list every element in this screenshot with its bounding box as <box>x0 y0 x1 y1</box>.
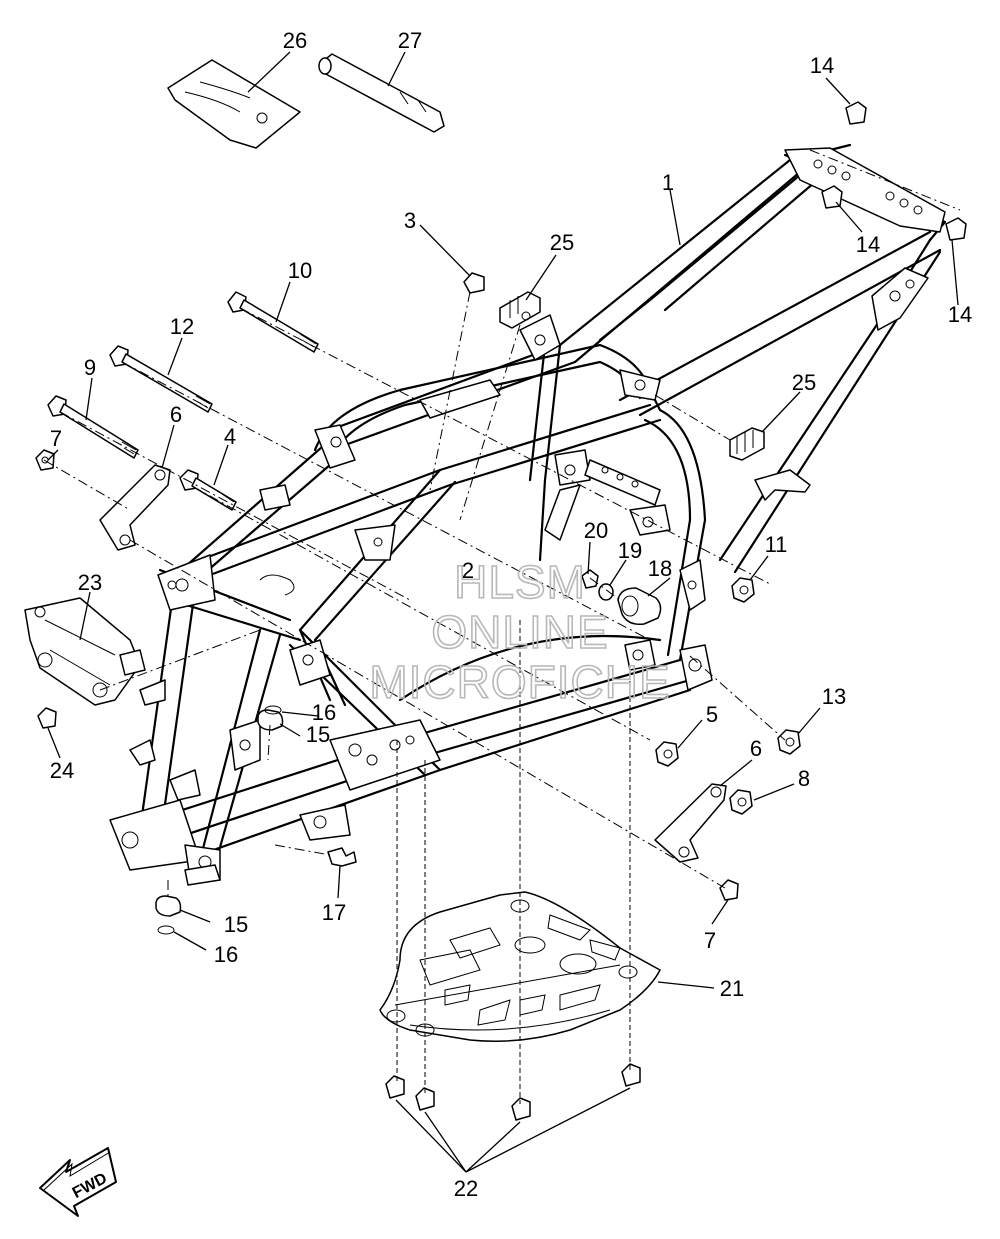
watermark-line-1: HLSM <box>454 556 586 608</box>
callout-20: 20 <box>584 518 608 543</box>
tool-rod-27 <box>318 53 445 133</box>
bracket-6-left <box>99 464 171 551</box>
tool-pouch-26 <box>167 59 301 149</box>
callout-25-right: 25 <box>792 370 816 395</box>
callout-labels: 26 27 14 1 14 14 3 25 10 12 9 25 6 4 7 1… <box>50 28 972 1201</box>
nut-11 <box>731 577 755 603</box>
callout-8: 8 <box>798 766 810 791</box>
skid-bolts-22 <box>385 1063 641 1121</box>
callout-3: 3 <box>404 208 416 233</box>
callout-4: 4 <box>224 424 236 449</box>
callout-15-lower: 15 <box>224 912 248 937</box>
watermark-line-3: MICROFICHE <box>369 656 670 708</box>
watermark-line-2: ONLINE <box>431 606 608 658</box>
callout-2: 2 <box>462 558 474 583</box>
long-bolt-10 <box>227 291 319 353</box>
callout-21: 21 <box>720 976 744 1001</box>
callout-15-upper: 15 <box>306 722 330 747</box>
alignment-lines <box>43 149 961 1104</box>
callout-6-left: 6 <box>170 402 182 427</box>
cap-14-top <box>845 101 867 125</box>
callout-14-right: 14 <box>948 302 972 327</box>
callout-17: 17 <box>322 900 346 925</box>
callout-26: 26 <box>283 28 307 53</box>
bracket-23 <box>24 597 146 706</box>
bolt-7-left <box>35 449 55 471</box>
collar-15-lower <box>155 895 182 917</box>
rubber-damper-25-right <box>729 427 765 461</box>
fwd-direction-badge: FWD <box>39 1147 117 1217</box>
callout-6-right: 6 <box>750 736 762 761</box>
callout-7-right: 7 <box>704 928 716 953</box>
o-ring-16-lower <box>157 925 175 935</box>
long-bolt-12 <box>109 345 213 413</box>
bolt-3 <box>463 272 485 294</box>
rubber-damper-25-top <box>499 291 541 329</box>
collar-18 <box>617 587 662 626</box>
callout-22: 22 <box>454 1176 478 1201</box>
cap-14-right <box>945 217 967 241</box>
callout-18: 18 <box>648 556 672 581</box>
main-frame <box>109 143 947 886</box>
callout-27: 27 <box>398 28 422 53</box>
callout-12: 12 <box>170 314 194 339</box>
callout-16-upper: 16 <box>312 700 336 725</box>
washer-19 <box>598 583 614 601</box>
nut-5 <box>655 741 679 767</box>
bolt-7-right <box>719 879 739 901</box>
bracket-6-right <box>654 783 727 863</box>
bolt-4 <box>179 469 237 511</box>
callout-16-lower: 16 <box>214 942 238 967</box>
callout-5: 5 <box>706 702 718 727</box>
callout-19: 19 <box>618 538 642 563</box>
callout-23: 23 <box>78 570 102 595</box>
collar-15-upper <box>257 709 284 731</box>
callout-24: 24 <box>50 758 74 783</box>
callout-14-middle: 14 <box>856 232 880 257</box>
o-ring-16-upper <box>264 705 282 715</box>
callout-14-top: 14 <box>810 53 834 78</box>
nut-8 <box>729 789 753 815</box>
callout-1: 1 <box>662 170 674 195</box>
callout-9: 9 <box>84 355 96 380</box>
leader-lines <box>47 51 959 1173</box>
long-bolt-9 <box>47 395 139 459</box>
bolt-24 <box>37 707 57 729</box>
callout-13: 13 <box>822 684 846 709</box>
watermark: HLSM ONLINE MICROFICHE <box>369 555 671 709</box>
fitting-17 <box>327 847 357 867</box>
callout-11: 11 <box>765 532 788 557</box>
callout-25-top: 25 <box>550 230 574 255</box>
callout-10: 10 <box>288 258 312 283</box>
nut-13 <box>777 729 801 755</box>
callout-7-left: 7 <box>50 426 62 451</box>
